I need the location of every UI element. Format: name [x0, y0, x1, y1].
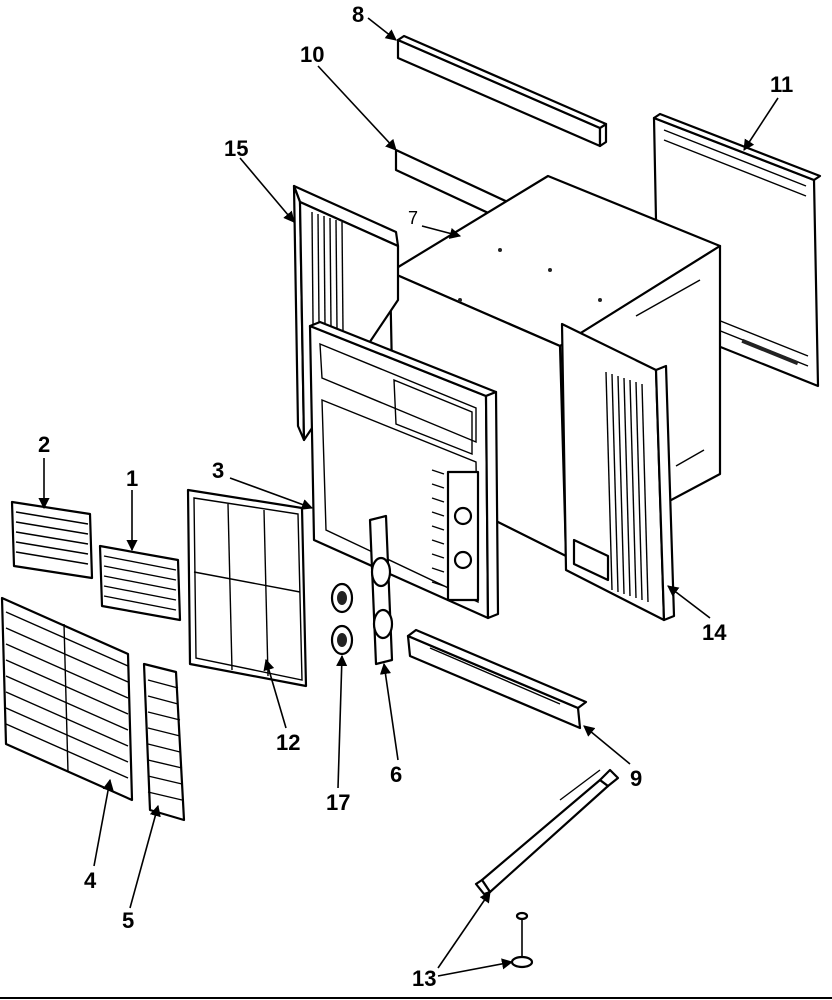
part-3-front-frame	[308, 320, 500, 620]
callout-labels: 8 10 11 15 7 3 2 1 14 12 17 6 9 4 5 13	[38, 2, 793, 991]
label-10: 10	[300, 42, 324, 67]
label-6: 6	[390, 762, 402, 787]
label-15: 15	[224, 136, 248, 161]
label-14: 14	[702, 620, 727, 645]
part-9-bottom-rail	[406, 628, 588, 730]
label-5: 5	[122, 908, 134, 933]
label-12: 12	[276, 730, 300, 755]
leader-lines	[38, 17, 779, 977]
label-13: 13	[412, 966, 436, 991]
part-14-side-panel	[560, 322, 676, 622]
part-1-louver	[98, 544, 182, 622]
part-2-louver	[10, 500, 94, 580]
part-12-filter	[186, 488, 308, 688]
label-2: 2	[38, 432, 50, 457]
part-5-side-grille	[142, 662, 186, 822]
label-3: 3	[212, 458, 224, 483]
part-8-top-rail	[396, 34, 608, 148]
label-11: 11	[770, 72, 793, 97]
part-17-knobs	[330, 582, 354, 656]
part-6-control-plate	[368, 514, 394, 666]
label-8: 8	[352, 2, 364, 27]
part-4-front-grille	[0, 596, 134, 802]
label-1: 1	[126, 466, 138, 491]
part-13-support-bracket	[474, 768, 620, 969]
label-4: 4	[84, 868, 97, 893]
label-7: 7	[408, 208, 418, 228]
label-17: 17	[326, 790, 350, 815]
label-9: 9	[630, 766, 642, 791]
